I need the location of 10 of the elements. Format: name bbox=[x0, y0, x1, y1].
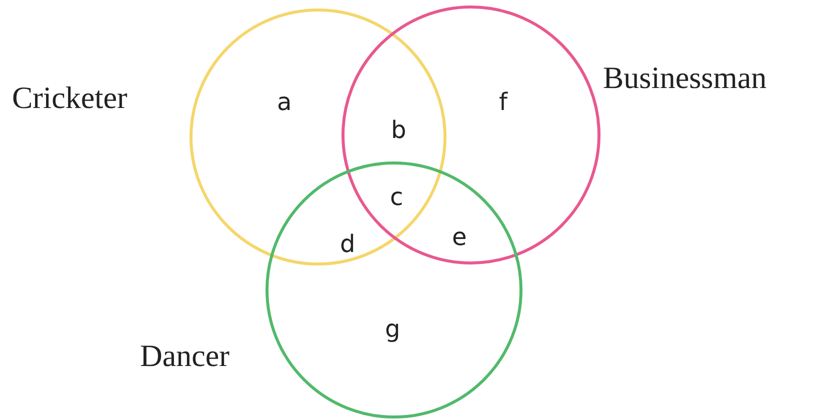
set-label: Dancer bbox=[140, 340, 230, 371]
set-label: Businessman bbox=[603, 62, 767, 93]
region-label: f bbox=[499, 90, 508, 114]
region-label: b bbox=[391, 118, 406, 142]
region-label: d bbox=[340, 232, 356, 256]
region-label: c bbox=[390, 185, 404, 209]
region-label: a bbox=[277, 90, 292, 114]
region-label: g bbox=[385, 317, 400, 341]
region-label: e bbox=[452, 225, 467, 249]
set-label: Cricketer bbox=[12, 82, 128, 113]
